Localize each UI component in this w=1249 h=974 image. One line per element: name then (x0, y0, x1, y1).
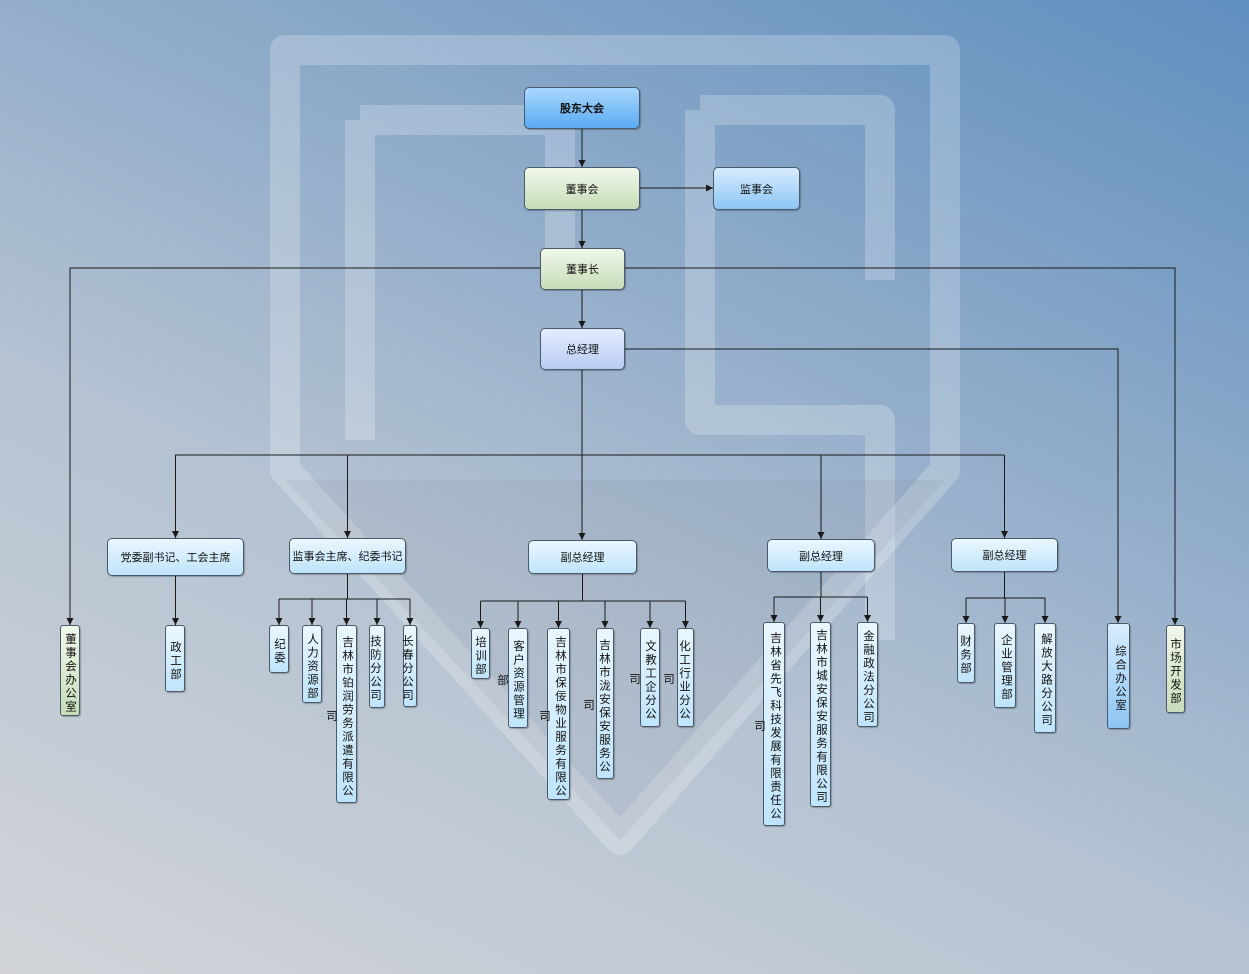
org-node-label: 政工部 (169, 640, 183, 682)
org-node-vgm1[interactable]: 副总经理 (528, 540, 637, 574)
org-node-label: 文教工企分公司 (628, 639, 658, 721)
arrowhead-icon (646, 621, 654, 628)
org-node-label: 监事会 (740, 182, 773, 196)
org-node-finance-dept[interactable]: 财务部 (957, 623, 975, 683)
arrowhead-icon (172, 531, 179, 538)
org-node-label: 吉林市保佞物业服务有限公司 (538, 635, 568, 798)
arrowhead-icon (770, 615, 778, 622)
org-node-changchun[interactable]: 长春分公司 (401, 625, 417, 707)
org-node-chairman[interactable]: 董事长 (540, 248, 625, 290)
org-node-supervisors[interactable]: 监事会 (713, 167, 800, 210)
org-node-label: 培训部 (474, 635, 488, 677)
arrowhead-icon (962, 616, 970, 623)
org-node-longan[interactable]: 吉林市泷安保安服务公司 (582, 628, 614, 779)
arrowhead-icon (477, 621, 484, 628)
org-node-customer[interactable]: 客户资源管理部 (496, 628, 528, 728)
org-node-label: 副总经理 (982, 549, 1027, 562)
org-node-label: 吉林省先飞科技发展有限责任公司 (753, 632, 783, 821)
org-node-label: 金融政法分公司 (862, 629, 876, 725)
org-node-label: 市场开发部 (1169, 637, 1183, 706)
org-node-training[interactable]: 培训部 (471, 628, 490, 679)
org-node-label: 副总经理 (560, 551, 605, 564)
org-node-finance-law[interactable]: 金融政法分公司 (857, 622, 878, 727)
org-node-label: 吉林市铂润劳务派遣有限公司 (325, 635, 355, 798)
connector (625, 267, 1176, 625)
org-node-shareholders[interactable]: 股东大会 (524, 87, 640, 129)
org-node-label: 监事会主席、纪委书记 (292, 550, 403, 563)
org-node-label: 董事长 (566, 263, 599, 276)
org-node-tech-defense[interactable]: 技防分公司 (369, 625, 385, 708)
org-node-label: 化工行业分公司 (662, 639, 692, 721)
arrowhead-icon (514, 621, 522, 628)
org-node-hr[interactable]: 人力资源部 (302, 625, 322, 703)
arrowhead-icon (817, 532, 825, 539)
org-node-supervisor-chair[interactable]: 监事会主席、纪委书记 (289, 538, 406, 574)
arrowhead-icon (864, 615, 871, 622)
org-node-board[interactable]: 董事会 (524, 167, 640, 210)
org-node-label: 党委副书记、工会主席 (120, 551, 231, 564)
arrowhead-icon (817, 615, 824, 622)
org-node-label: 解放大路分公司 (1040, 633, 1054, 728)
arrowhead-icon (555, 621, 562, 628)
org-node-label: 董事会办公室 (64, 632, 78, 714)
org-node-board-office[interactable]: 董事会办公室 (60, 625, 80, 716)
org-node-label: 副总经理 (799, 549, 843, 563)
org-node-jiefang[interactable]: 解放大路分公司 (1034, 623, 1056, 733)
org-node-label: 纪委 (273, 638, 287, 665)
arrowhead-icon (682, 621, 689, 628)
org-node-vgm2[interactable]: 副总经理 (767, 539, 875, 572)
org-node-label: 财务部 (959, 635, 973, 676)
org-node-culture-edu[interactable]: 文教工企分公司 (628, 628, 660, 727)
arrowhead-icon (343, 618, 350, 625)
org-node-label: 吉林市城安保安服务有限公司 (815, 629, 829, 805)
arrowhead-icon (373, 618, 381, 625)
arrowhead-icon (275, 618, 283, 625)
org-node-label: 董事会 (565, 182, 599, 196)
arrowhead-icon (706, 184, 713, 192)
arrowhead-icon (66, 618, 74, 625)
arrowhead-icon (406, 618, 414, 625)
org-node-xianfei[interactable]: 吉林省先飞科技发展有限责任公司 (753, 622, 785, 826)
org-node-gm[interactable]: 总经理 (540, 328, 625, 370)
arrowhead-icon (172, 618, 179, 625)
org-node-enterprise-mgmt[interactable]: 企业管理部 (994, 623, 1016, 708)
org-node-politics-dept[interactable]: 政工部 (165, 625, 185, 692)
org-node-baoning[interactable]: 吉林市保佞物业服务有限公司 (538, 628, 570, 800)
arrowhead-icon (308, 618, 316, 625)
arrowhead-icon (578, 321, 586, 328)
org-node-label: 综合办公室 (1114, 644, 1128, 713)
org-node-label: 股东大会 (560, 102, 604, 115)
org-node-label: 企业管理部 (1000, 634, 1014, 702)
org-node-chemical[interactable]: 化工行业分公司 (662, 628, 694, 727)
org-node-label: 客户资源管理部 (496, 640, 526, 721)
connector (625, 348, 1119, 623)
arrowhead-icon (1001, 616, 1009, 623)
arrowhead-icon (344, 531, 351, 538)
org-node-general-office[interactable]: 综合办公室 (1107, 623, 1130, 729)
org-node-label: 技防分公司 (369, 635, 383, 703)
org-node-market-dev[interactable]: 市场开发部 (1166, 625, 1185, 713)
arrowhead-icon (1171, 618, 1179, 625)
arrowhead-icon (1114, 616, 1122, 623)
arrowhead-icon (1001, 531, 1008, 538)
org-node-label: 长春分公司 (401, 634, 415, 703)
org-node-label: 吉林市泷安保安服务公司 (582, 638, 612, 774)
org-node-discipline[interactable]: 纪委 (269, 625, 289, 673)
org-node-label: 人力资源部 (306, 632, 320, 701)
arrowhead-icon (578, 160, 586, 167)
org-node-borun[interactable]: 吉林市铂润劳务派遣有限公司 (325, 625, 357, 803)
connector (69, 267, 540, 625)
arrowhead-icon (601, 621, 609, 628)
org-node-label: 总经理 (566, 343, 599, 356)
arrowhead-icon (578, 241, 586, 248)
arrowhead-icon (578, 533, 586, 540)
org-node-party-secretary[interactable]: 党委副书记、工会主席 (107, 538, 244, 576)
org-node-chengan[interactable]: 吉林市城安保安服务有限公司 (810, 622, 831, 807)
arrowhead-icon (1041, 616, 1049, 623)
org-node-vgm3[interactable]: 副总经理 (951, 538, 1058, 572)
